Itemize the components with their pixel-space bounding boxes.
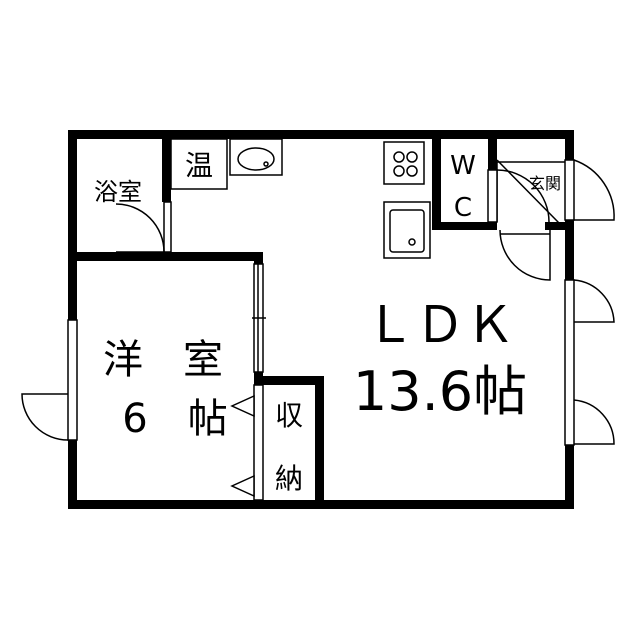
washbasin-drain — [263, 161, 269, 167]
ldk-entry-door-swing — [499, 229, 551, 281]
stove-burner-3 — [393, 165, 405, 177]
washbasin-counter — [229, 138, 283, 176]
ldk-right-window — [564, 279, 575, 446]
toilet-label-bottom: C — [454, 193, 472, 223]
wall-left-lower — [68, 440, 77, 509]
toilet-label-top: W — [450, 151, 476, 181]
fixtures — [229, 138, 565, 259]
storage-label-top: 収 — [275, 399, 303, 432]
wall-wc-bottom — [432, 222, 497, 230]
western-left-door-swing — [21, 393, 69, 441]
wall-right-top — [565, 130, 574, 160]
ldk-right-door-swing-1 — [573, 279, 615, 323]
entrance-door-leaf — [564, 159, 575, 221]
stove-top — [383, 141, 425, 185]
bath-door-swing — [115, 203, 165, 253]
stove-burner-4 — [406, 165, 418, 177]
wc-door-leaf — [487, 169, 498, 223]
wall-entrance-bottom — [545, 222, 574, 230]
sink-drain — [408, 238, 416, 246]
bath-label: 浴室 — [94, 178, 142, 206]
water-heater-label: 温 — [185, 149, 213, 182]
storage-door-frame — [253, 384, 264, 501]
interior-walls — [68, 130, 574, 509]
wall-right-mid — [565, 220, 574, 280]
sink-basin — [389, 209, 425, 253]
wall-right-bottom — [565, 445, 574, 509]
stove-burner-1 — [393, 151, 405, 163]
storage-door-arrow-1 — [230, 394, 255, 418]
stove-burner-2 — [406, 151, 418, 163]
wall-wc-left — [432, 130, 441, 230]
wall-storage-top — [254, 376, 324, 385]
wall-western-right — [254, 252, 263, 264]
entrance-label: 玄関 — [529, 174, 561, 193]
sink-counter — [383, 201, 431, 259]
western-room-label-bottom: 6 帖 — [122, 396, 227, 442]
wall-wc-right — [488, 130, 497, 170]
wall-left-upper — [68, 130, 77, 320]
doors — [21, 159, 615, 501]
western-room-label-top: 洋 室 — [103, 337, 223, 383]
wall-bath-right — [162, 130, 171, 202]
storage-label-bottom: 納 — [275, 462, 303, 495]
storage-door-arrow-2 — [230, 474, 255, 498]
wall-top — [68, 130, 574, 139]
ldk-label-bottom: 13.6帖 — [353, 360, 527, 423]
ldk-label-top: ＬＤＫ — [365, 296, 515, 354]
labels: 浴室 温 W C 玄関 洋 室 6 帖 収 納 ＬＤＫ 13.6帖 — [94, 149, 561, 495]
wall-storage-right — [315, 376, 324, 509]
wc-door-swing — [496, 169, 550, 223]
wall-bath-bottom — [68, 252, 263, 261]
western-left-window — [67, 319, 78, 441]
entrance-door-swing — [573, 159, 615, 221]
bath-door-leaf — [163, 201, 172, 253]
washbasin-bowl — [237, 147, 275, 171]
water-heater-box — [170, 138, 228, 190]
ldk-right-door-swing-2 — [573, 399, 615, 445]
